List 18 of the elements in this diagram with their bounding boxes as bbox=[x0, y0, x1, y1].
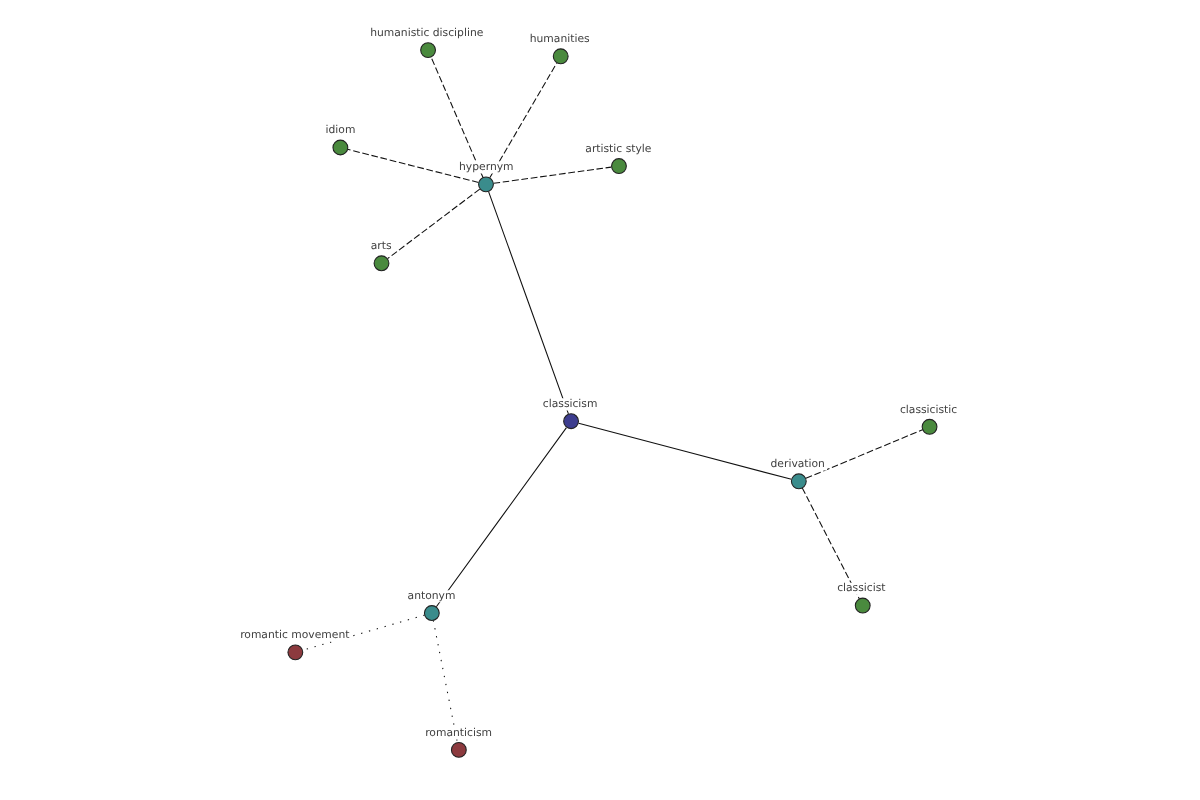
node-circle bbox=[552, 48, 569, 65]
connector bbox=[801, 487, 860, 600]
connector bbox=[302, 614, 426, 651]
connector bbox=[489, 62, 558, 179]
node-circle bbox=[420, 42, 437, 59]
node-circle bbox=[921, 418, 938, 435]
connector bbox=[488, 191, 569, 415]
connector bbox=[430, 56, 484, 179]
connector bbox=[578, 422, 792, 480]
node-circle bbox=[611, 158, 627, 174]
connector bbox=[387, 188, 481, 260]
connector bbox=[492, 166, 612, 184]
node-circle bbox=[332, 139, 349, 156]
connector bbox=[347, 148, 480, 183]
connector bbox=[435, 427, 567, 608]
node-circle bbox=[373, 255, 390, 272]
connector bbox=[432, 619, 458, 744]
connector bbox=[805, 429, 924, 479]
